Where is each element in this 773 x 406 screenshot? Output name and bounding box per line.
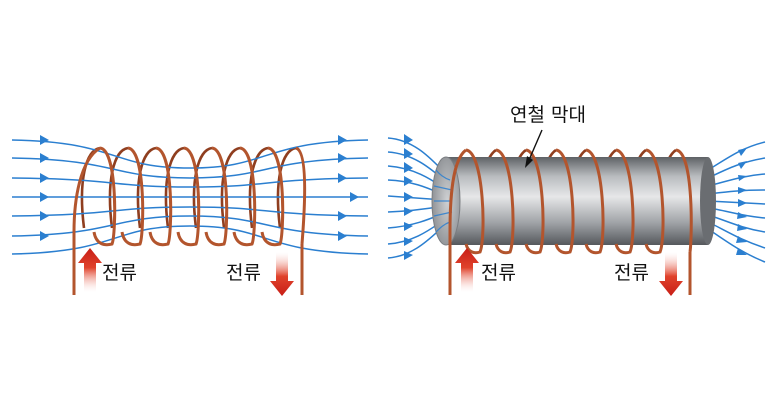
iron-core-body (446, 157, 708, 245)
current-label-left-up: 전류 (102, 262, 137, 284)
coil-front-left (72, 146, 307, 295)
current-label-left-down: 전류 (226, 262, 261, 284)
field-arrows-left (40, 135, 359, 241)
current-label-right-up: 전류 (481, 262, 516, 284)
coil-front-right (448, 148, 693, 295)
core-label-pointer (528, 129, 543, 161)
air-core-solenoid (11, 135, 369, 296)
iron-core-right-end (700, 157, 716, 245)
current-label-right-down: 전류 (614, 262, 649, 284)
field-lines-left (11, 139, 369, 255)
current-arrow-down-icon (270, 252, 294, 296)
core-label-pointer-tip-icon (525, 156, 533, 168)
current-arrow-down-icon (659, 252, 683, 296)
field-arrows-right (404, 134, 747, 260)
iron-core-label: 연철 막대 (510, 104, 586, 126)
iron-core-solenoid (387, 129, 766, 296)
current-arrow-up-icon (78, 248, 102, 292)
current-arrow-up-icon (455, 248, 479, 292)
